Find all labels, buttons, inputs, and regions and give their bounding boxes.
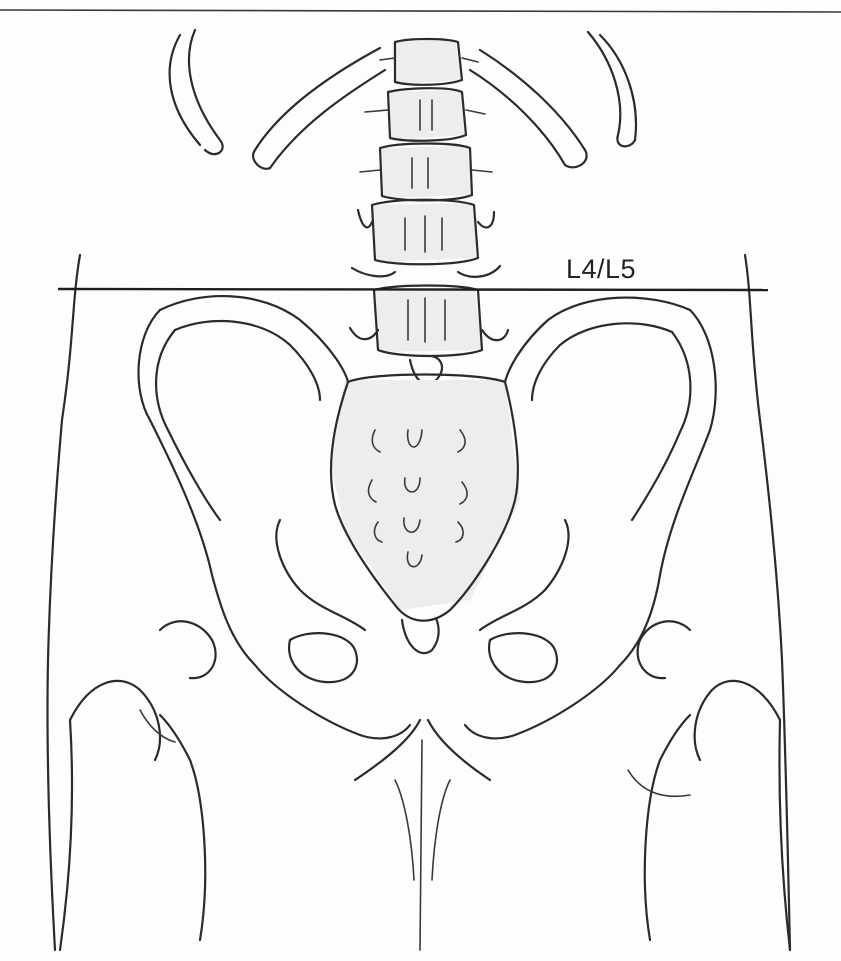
pubic-region (355, 720, 490, 950)
page-top-edge (0, 10, 841, 12)
sacrum (330, 375, 520, 654)
lumbar-spine (350, 39, 508, 384)
level-label: L4/L5 (566, 256, 636, 283)
l4-l5-level-line (58, 289, 768, 290)
femurs (60, 681, 790, 950)
